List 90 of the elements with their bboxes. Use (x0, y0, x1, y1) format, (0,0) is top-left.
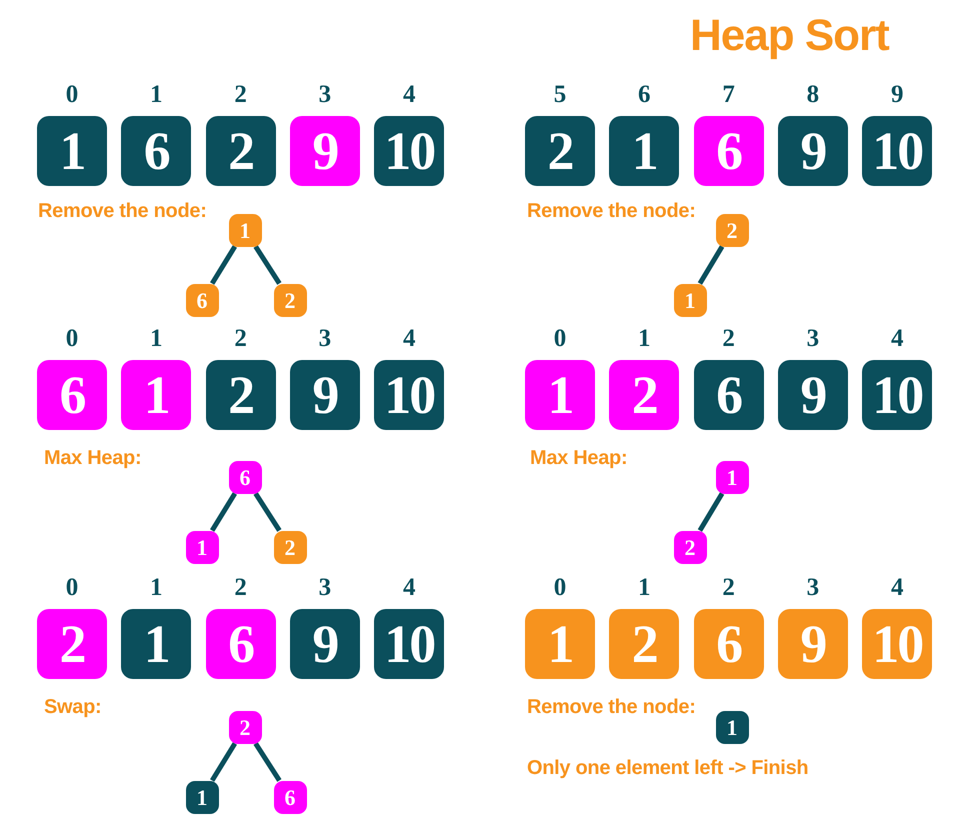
tree-node: 2 (274, 530, 306, 564)
index-label: 4 (402, 326, 416, 352)
step-label: Remove the node: (527, 199, 696, 223)
array-cell: 6 (694, 360, 764, 430)
index-label: 2 (234, 82, 247, 108)
array-cell: 10 (374, 360, 444, 430)
index-label: 0 (66, 82, 78, 108)
tree-node: 1 (674, 284, 706, 316)
tree-node: 1 (716, 460, 748, 494)
index-label: 0 (66, 575, 78, 601)
array-cell: 1 (525, 360, 595, 430)
index-label: 3 (806, 575, 820, 601)
tree-node: 2 (674, 530, 706, 564)
array-cell: 2 (525, 116, 595, 186)
array-cell: 1 (525, 609, 595, 679)
index-label: 8 (806, 82, 820, 108)
tree-edge (210, 492, 237, 532)
step-label: Only one element left -> Finish (527, 756, 808, 780)
index-label: 3 (318, 575, 332, 601)
index-label: 4 (402, 82, 416, 108)
step-label: Max Heap: (530, 446, 628, 470)
tree-edge (254, 492, 282, 532)
array-cell: 2 (609, 609, 680, 679)
index-label: 1 (638, 575, 651, 601)
index-label: 3 (806, 326, 820, 352)
array-cell: 1 (121, 360, 192, 430)
tree-node: 2 (716, 214, 748, 246)
title: Heap Sort (690, 12, 889, 60)
index-label: 3 (318, 82, 332, 108)
index-label: 0 (554, 326, 566, 352)
array-cell: 6 (694, 116, 764, 186)
index-label: 4 (402, 575, 416, 601)
array-cell: 9 (290, 116, 360, 186)
step-label: Max Heap: (44, 446, 142, 470)
array-cell: 10 (862, 360, 932, 430)
array-cell: 2 (609, 360, 680, 430)
index-label: 0 (554, 575, 566, 601)
array-cell: 9 (778, 360, 848, 430)
array-cell: 6 (121, 116, 192, 186)
array-cell: 10 (862, 609, 932, 679)
array-cell: 10 (374, 609, 444, 679)
step-label: Remove the node: (38, 199, 207, 223)
index-label: 1 (638, 326, 651, 352)
tree-edge (698, 245, 724, 285)
array-cell: 9 (290, 609, 360, 679)
index-label: 3 (318, 326, 332, 352)
array-cell: 6 (206, 609, 276, 679)
array-cell: 9 (778, 609, 848, 679)
tree-node: 6 (186, 284, 218, 316)
index-label: 4 (890, 326, 904, 352)
tree-edge (210, 245, 237, 285)
tree-node: 1 (228, 214, 262, 246)
array-cell: 6 (694, 609, 764, 679)
index-label: 1 (150, 575, 163, 601)
index-label: 4 (890, 575, 904, 601)
step-label: Remove the node: (527, 695, 696, 719)
step-label: Swap: (44, 695, 102, 719)
index-label: 6 (638, 82, 651, 108)
array-cell: 10 (862, 116, 932, 186)
array-cell: 2 (206, 360, 276, 430)
array-cell: 1 (121, 609, 192, 679)
tree-node: 2 (228, 710, 262, 744)
tree-edge (210, 742, 237, 782)
index-label: 9 (890, 82, 904, 108)
tree-node: 1 (186, 530, 218, 564)
index-label: 2 (722, 575, 735, 601)
array-cell: 1 (609, 116, 680, 186)
index-label: 2 (234, 326, 247, 352)
tree-edge (698, 492, 724, 532)
index-label: 1 (150, 82, 163, 108)
array-cell: 9 (778, 116, 848, 186)
index-label: 7 (722, 82, 735, 108)
tree-node: 1 (186, 780, 218, 814)
tree-node: 1 (716, 710, 748, 744)
index-label: 2 (234, 575, 247, 601)
array-cell: 10 (374, 116, 444, 186)
array-cell: 2 (37, 609, 107, 679)
array-cell: 2 (206, 116, 276, 186)
tree-node: 6 (228, 460, 262, 494)
index-label: 0 (66, 326, 78, 352)
tree-node: 2 (274, 284, 306, 316)
tree-node: 6 (274, 780, 306, 814)
tree-edge (254, 742, 282, 782)
array-cell: 6 (37, 360, 107, 430)
index-label: 1 (150, 326, 163, 352)
array-cell: 1 (37, 116, 107, 186)
array-cell: 9 (290, 360, 360, 430)
index-label: 2 (722, 326, 735, 352)
index-label: 5 (554, 82, 566, 108)
tree-edge (254, 245, 282, 285)
